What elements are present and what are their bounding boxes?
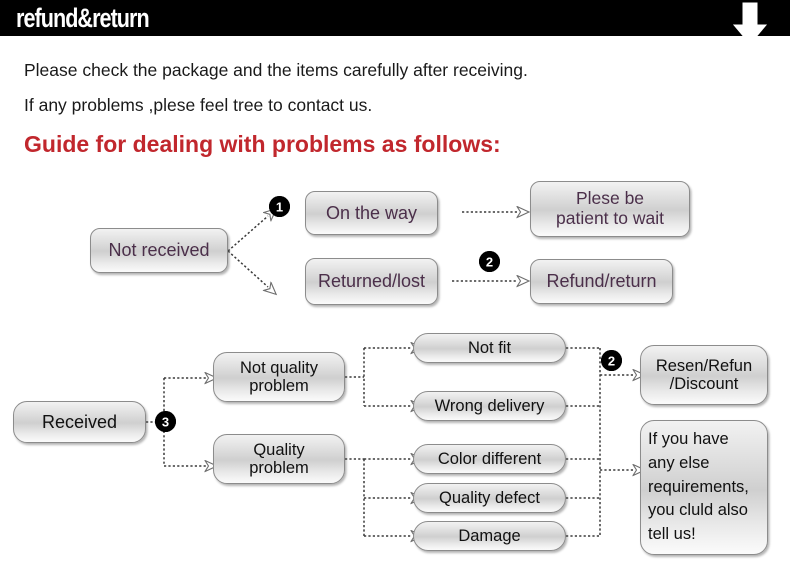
node-label-line1: Quality (253, 440, 305, 459)
node-not-received[interactable]: Not received (90, 228, 228, 273)
svg-text:2: 2 (608, 353, 615, 368)
node-label-line2: problem (249, 377, 309, 395)
svg-text:1: 1 (276, 199, 283, 214)
badge-two-bottom: 2 (601, 350, 622, 371)
node-label: Color different (437, 449, 542, 468)
guide-heading: Guide for dealing with problems as follo… (24, 131, 501, 157)
node-label: Returned/lost (317, 271, 426, 292)
badge-two-top: 2 (479, 251, 500, 272)
svg-text:2: 2 (486, 254, 493, 269)
note-line1: If you have (648, 429, 729, 448)
note-line3: requirements, (648, 477, 749, 496)
node-label-line2: patient to wait (556, 208, 664, 228)
node-wrong-delivery[interactable]: Wrong delivery (413, 391, 566, 421)
page-title: refund&return (16, 3, 150, 33)
node-label: On the way (325, 202, 418, 223)
node-label: Wrong delivery (434, 396, 545, 415)
node-damage[interactable]: Damage (413, 521, 566, 551)
node-please-wait[interactable]: Plese be patient to wait (530, 181, 690, 237)
node-not-quality-problem[interactable]: Not quality problem (213, 352, 345, 402)
node-not-fit[interactable]: Not fit (413, 333, 566, 363)
badge-three: 3 (155, 411, 176, 432)
badge-one: 1 (269, 196, 290, 217)
node-label-line1: Plese be (575, 188, 645, 209)
note-line5: tell us! (648, 525, 696, 544)
node-label: Quality defect (439, 488, 540, 507)
node-label-line1: Resen/Refun (655, 356, 753, 375)
node-label: Not fit (467, 338, 512, 357)
node-label-line2: /Discount (669, 375, 739, 393)
node-label: Not received (108, 240, 210, 261)
intro-line-1: Please check the package and the items c… (24, 60, 528, 80)
node-color-different[interactable]: Color different (413, 444, 566, 474)
node-quality-defect[interactable]: Quality defect (413, 483, 566, 513)
node-quality-problem[interactable]: Quality problem (213, 434, 345, 484)
svg-text:3: 3 (162, 414, 169, 429)
node-label: Refund/return (546, 271, 657, 292)
node-label-line2: problem (249, 459, 309, 477)
node-label: Received (41, 411, 118, 432)
node-received[interactable]: Received (13, 401, 146, 443)
down-arrow-icon (732, 2, 768, 45)
header-bar (0, 0, 790, 36)
note-line4: you cluld also (648, 501, 748, 520)
node-label-line1: Not quality (240, 358, 318, 377)
node-on-the-way[interactable]: On the way (305, 191, 438, 235)
node-returned-lost[interactable]: Returned/lost (305, 258, 438, 305)
node-refund-return[interactable]: Refund/return (530, 259, 673, 304)
note-line2: any else (648, 453, 710, 472)
node-resend-refund-discount[interactable]: Resen/Refun /Discount (640, 345, 768, 405)
intro-line-2: If any problems ,plese feel tree to cont… (24, 95, 373, 115)
node-label: Damage (458, 526, 521, 545)
node-extra-requirements-note[interactable]: If you have any else requirements, you c… (640, 420, 768, 555)
